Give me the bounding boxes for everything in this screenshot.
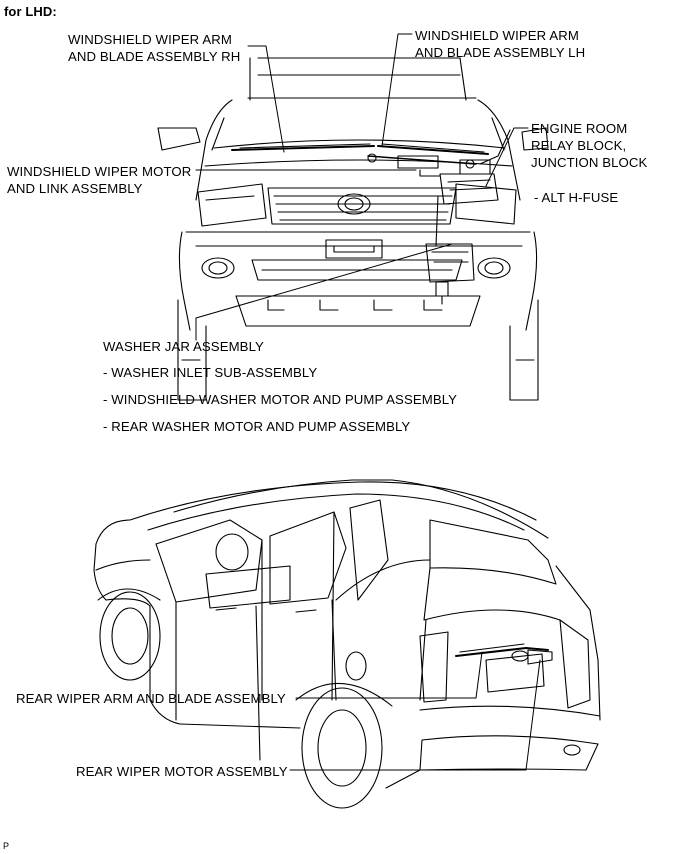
- label-wiper-arm-rh: WINDSHIELD WIPER ARM AND BLADE ASSEMBLY …: [68, 32, 241, 64]
- footer-code: P: [3, 841, 10, 851]
- front-leader-lines: [195, 33, 529, 341]
- header-text: for LHD:: [4, 4, 57, 19]
- label-rear-wiper-motor: REAR WIPER MOTOR ASSEMBLY: [76, 764, 288, 779]
- front-vehicle-drawing: [157, 57, 549, 401]
- label-windshield-washer-motor: - WINDSHIELD WASHER MOTOR AND PUMP ASSEM…: [103, 392, 458, 407]
- label-wiper-arm-lh: WINDSHIELD WIPER ARM AND BLADE ASSEMBLY …: [415, 28, 586, 60]
- label-wiper-motor-link: WINDSHIELD WIPER MOTOR AND LINK ASSEMBLY: [7, 164, 192, 196]
- label-alt-h-fuse: - ALT H-FUSE: [534, 190, 619, 205]
- rear-leader-lines: [289, 651, 541, 771]
- label-engine-room-relay-block: ENGINE ROOM RELAY BLOCK, JUNCTION BLOCK: [531, 121, 648, 170]
- label-washer-inlet: - WASHER INLET SUB-ASSEMBLY: [103, 365, 318, 380]
- label-rear-wiper-arm: REAR WIPER ARM AND BLADE ASSEMBLY: [16, 691, 286, 706]
- rear-vehicle-drawing: [93, 479, 601, 809]
- label-washer-jar: WASHER JAR ASSEMBLY: [103, 339, 264, 354]
- label-rear-washer-motor: - REAR WASHER MOTOR AND PUMP ASSEMBLY: [103, 419, 411, 434]
